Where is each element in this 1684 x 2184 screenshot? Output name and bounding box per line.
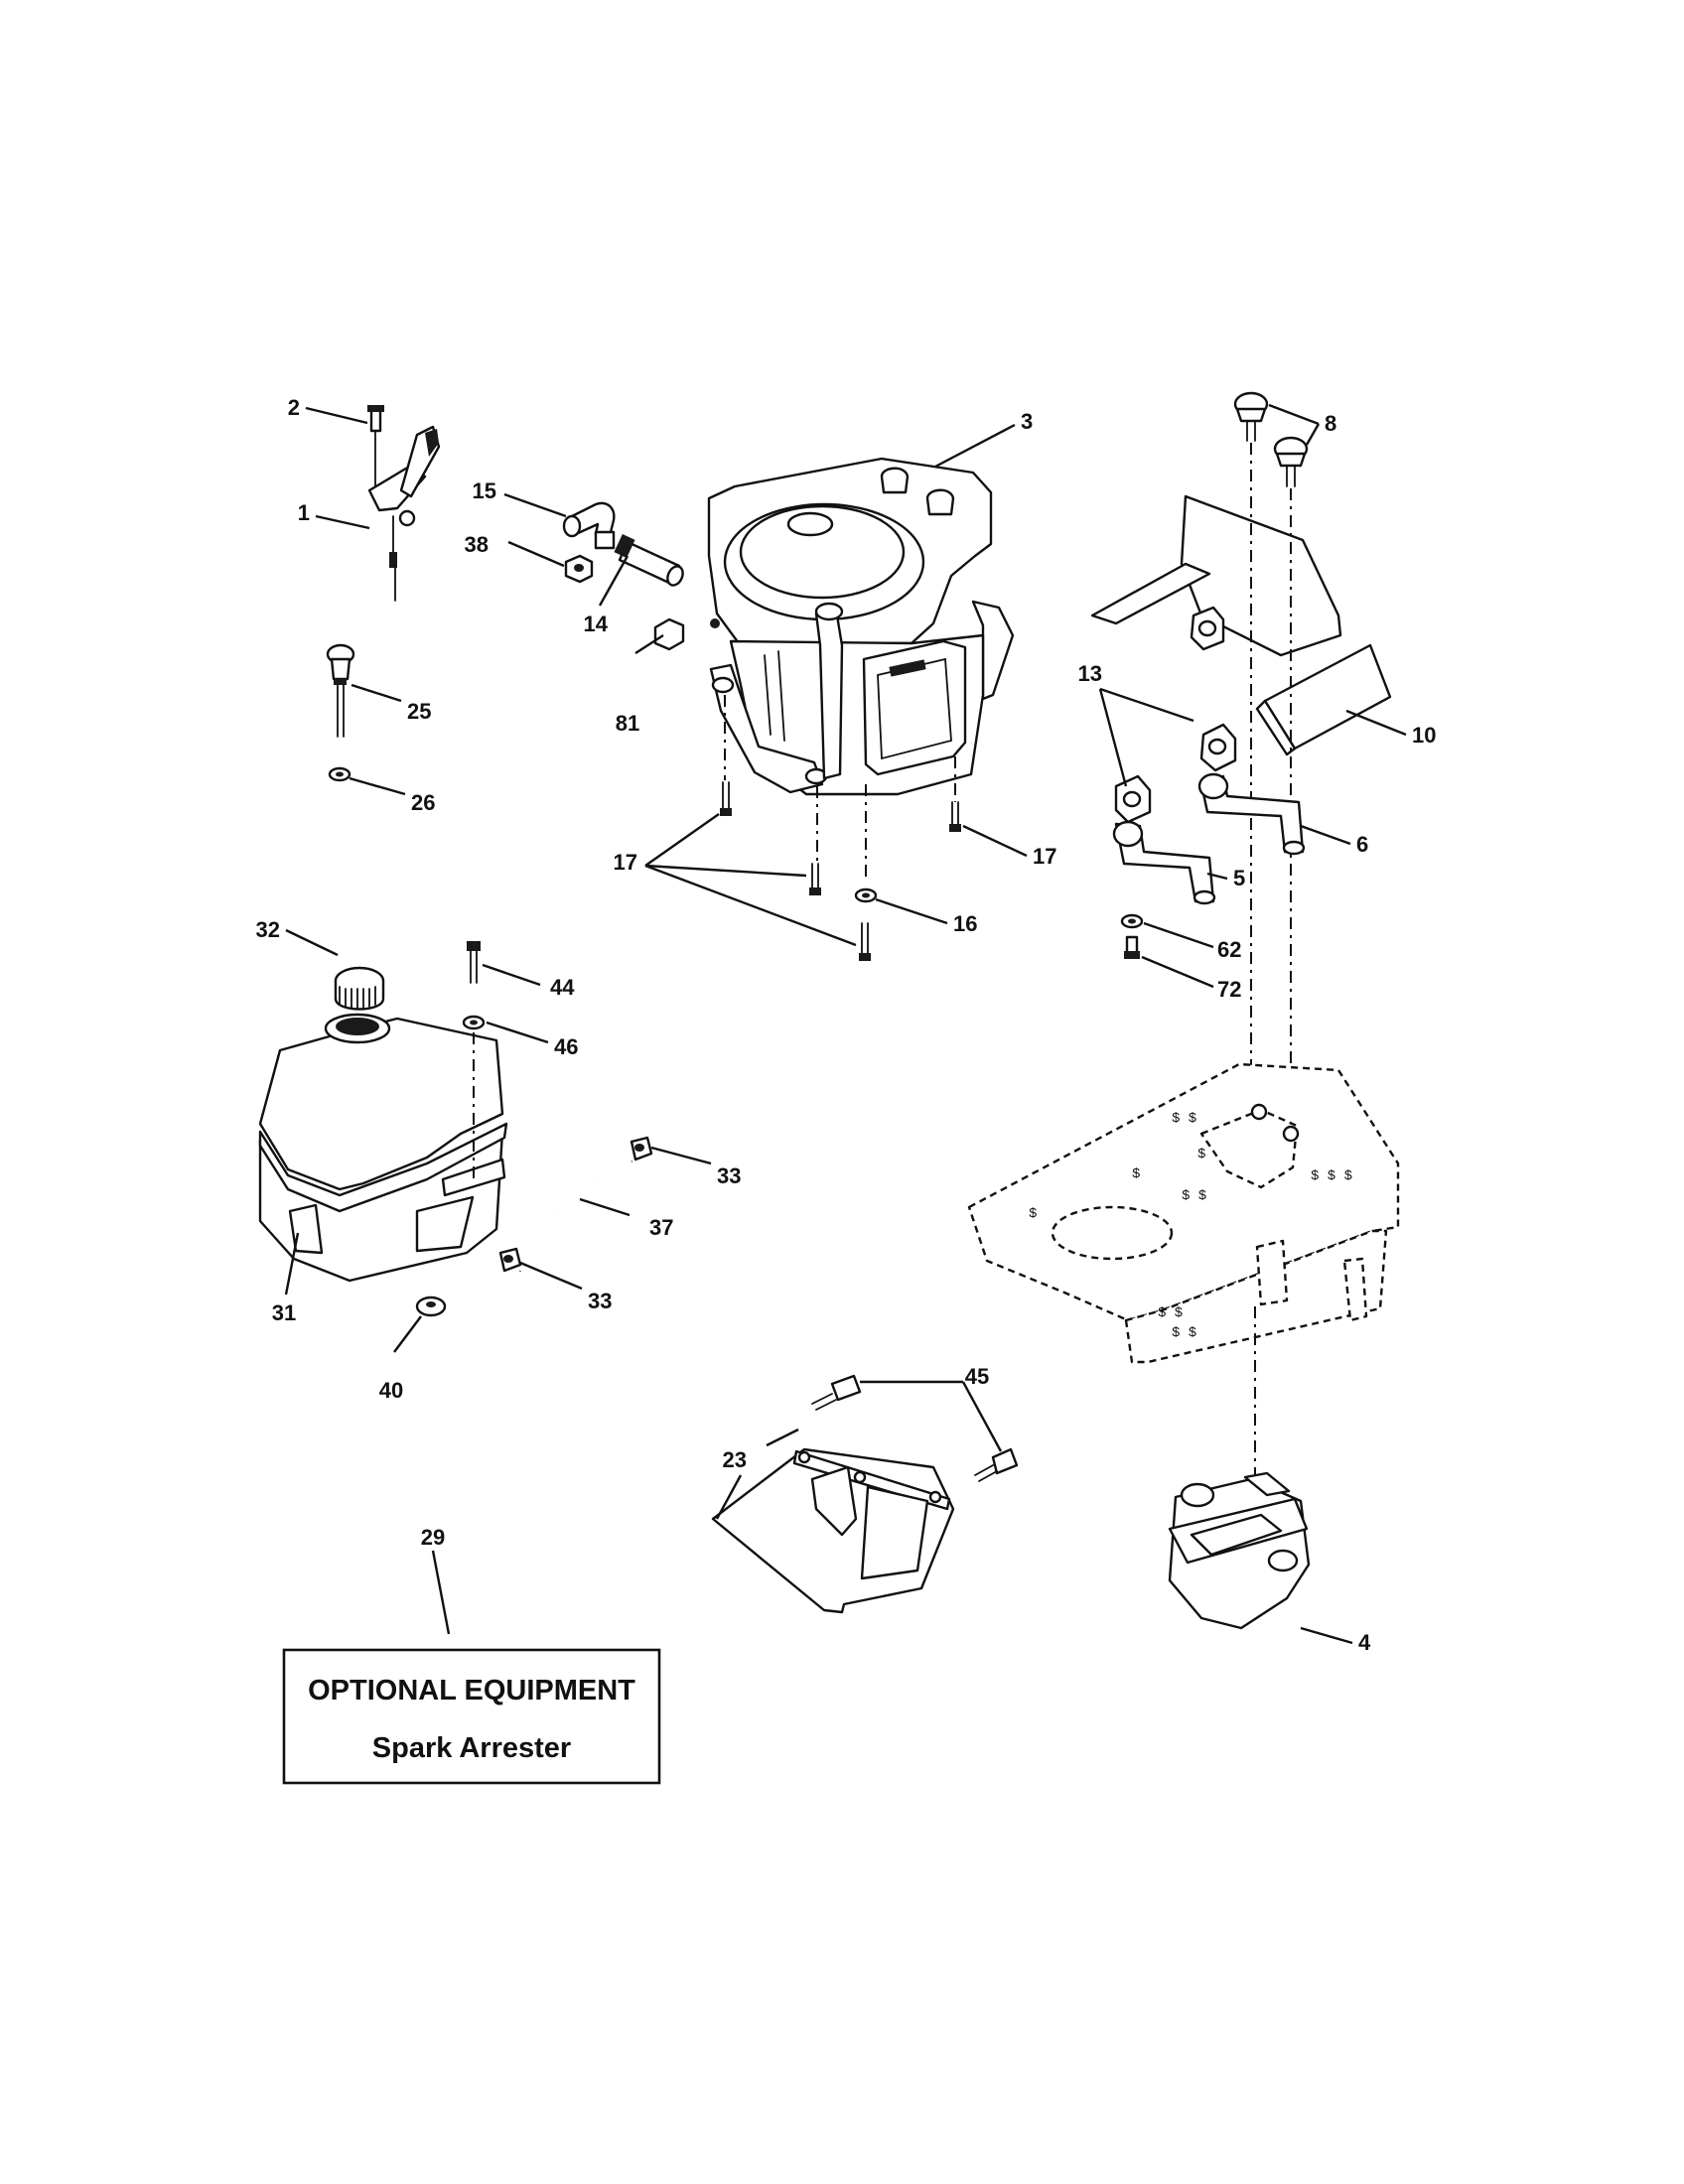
exhaust-pipe-5-part xyxy=(1112,820,1216,905)
callout-23: 23 xyxy=(723,1447,747,1472)
callout-15: 15 xyxy=(473,478,496,503)
optional-equipment-title: OPTIONAL EQUIPMENT xyxy=(308,1675,635,1706)
callout-14: 14 xyxy=(584,612,609,636)
callout-25: 25 xyxy=(407,699,431,724)
exhaust-pipe-6-part xyxy=(1197,772,1306,856)
callout-6: 6 xyxy=(1356,832,1368,857)
bolt-45-part xyxy=(811,1374,862,1411)
callout-37: 37 xyxy=(649,1215,673,1240)
bracket-23-part xyxy=(711,1447,955,1614)
callout-17-left: 17 xyxy=(614,850,637,875)
svg-text:$ $: $ $ xyxy=(1158,1305,1183,1321)
callout-44: 44 xyxy=(550,975,575,1000)
callout-4: 4 xyxy=(1358,1630,1371,1655)
clamp-33-part xyxy=(498,1247,522,1273)
fuel-tank-part xyxy=(258,1013,508,1283)
callout-38: 38 xyxy=(465,532,489,557)
bolt-17-part xyxy=(859,922,871,961)
callout-16: 16 xyxy=(953,911,977,936)
svg-text:$ $: $ $ xyxy=(1182,1188,1206,1204)
callout-26: 26 xyxy=(411,790,435,815)
gasket-13-part xyxy=(1190,606,1225,651)
callout-3: 3 xyxy=(1021,409,1033,434)
frame-part: $ $ $ $ $ $ $ $ $ $ $ $ $ $ xyxy=(967,1062,1400,1364)
grommet-40-part xyxy=(415,1296,447,1317)
bolt-17-part xyxy=(809,863,821,895)
callout-1: 1 xyxy=(298,500,310,525)
nut-81-part xyxy=(653,617,720,651)
fuel-cap-part xyxy=(334,966,385,1011)
svg-text:$ $ $: $ $ $ xyxy=(1311,1168,1352,1184)
elbow-fitting-part xyxy=(562,501,616,550)
leader-lines xyxy=(284,403,1407,1645)
svg-text:$: $ xyxy=(1197,1147,1205,1162)
bolt-45-part xyxy=(974,1447,1019,1482)
callout-46: 46 xyxy=(554,1034,578,1059)
fuel-line-part xyxy=(518,1160,632,1272)
callout-31: 31 xyxy=(272,1300,296,1325)
callout-5: 5 xyxy=(1233,866,1245,890)
callout-33-upper: 33 xyxy=(717,1163,741,1188)
callout-40: 40 xyxy=(379,1378,403,1403)
callout-29: 29 xyxy=(421,1525,445,1550)
muffler-part xyxy=(1168,1471,1311,1630)
washer-16-part xyxy=(854,887,878,903)
engine-part xyxy=(707,457,1015,796)
callout-13: 13 xyxy=(1078,661,1102,686)
gasket-13-part xyxy=(1114,774,1152,824)
bolt-44-part xyxy=(467,941,481,984)
callout-2: 2 xyxy=(288,395,300,420)
bolt-8-part xyxy=(1273,436,1309,487)
callout-62: 62 xyxy=(1217,937,1241,962)
bolt-17-part xyxy=(720,781,732,816)
gasket-13-part xyxy=(1199,723,1237,772)
washer-26-part xyxy=(328,766,351,782)
heat-shield-part xyxy=(1090,494,1392,756)
tube-14-part xyxy=(614,533,684,587)
callout-45: 45 xyxy=(965,1364,989,1389)
bolt-8-part xyxy=(1233,391,1269,442)
callout-72: 72 xyxy=(1217,977,1241,1002)
callout-17-right: 17 xyxy=(1033,844,1056,869)
callout-10: 10 xyxy=(1412,723,1436,748)
callout-8: 8 xyxy=(1325,411,1336,436)
bolt-72-part xyxy=(1124,935,1140,959)
bolt-17-part xyxy=(949,801,961,832)
spark-arrester-label: Spark Arrester xyxy=(372,1732,571,1764)
washer-62-part xyxy=(1120,913,1144,929)
optional-equipment-box: OPTIONAL EQUIPMENT Spark Arrester xyxy=(282,1648,661,1785)
clamp-33-part xyxy=(630,1136,653,1161)
nut-38-part xyxy=(564,554,594,584)
svg-text:$ $: $ $ xyxy=(1172,1111,1196,1127)
callout-33-lower: 33 xyxy=(588,1289,612,1313)
throttle-control-part xyxy=(367,405,441,602)
washer-46-part xyxy=(462,1015,486,1030)
callout-81: 81 xyxy=(616,711,639,736)
dipstick-part xyxy=(326,643,355,738)
svg-text:$: $ xyxy=(1029,1206,1037,1222)
callout-32: 32 xyxy=(256,917,280,942)
svg-text:$: $ xyxy=(1132,1166,1140,1182)
svg-text:$ $: $ $ xyxy=(1172,1325,1196,1341)
